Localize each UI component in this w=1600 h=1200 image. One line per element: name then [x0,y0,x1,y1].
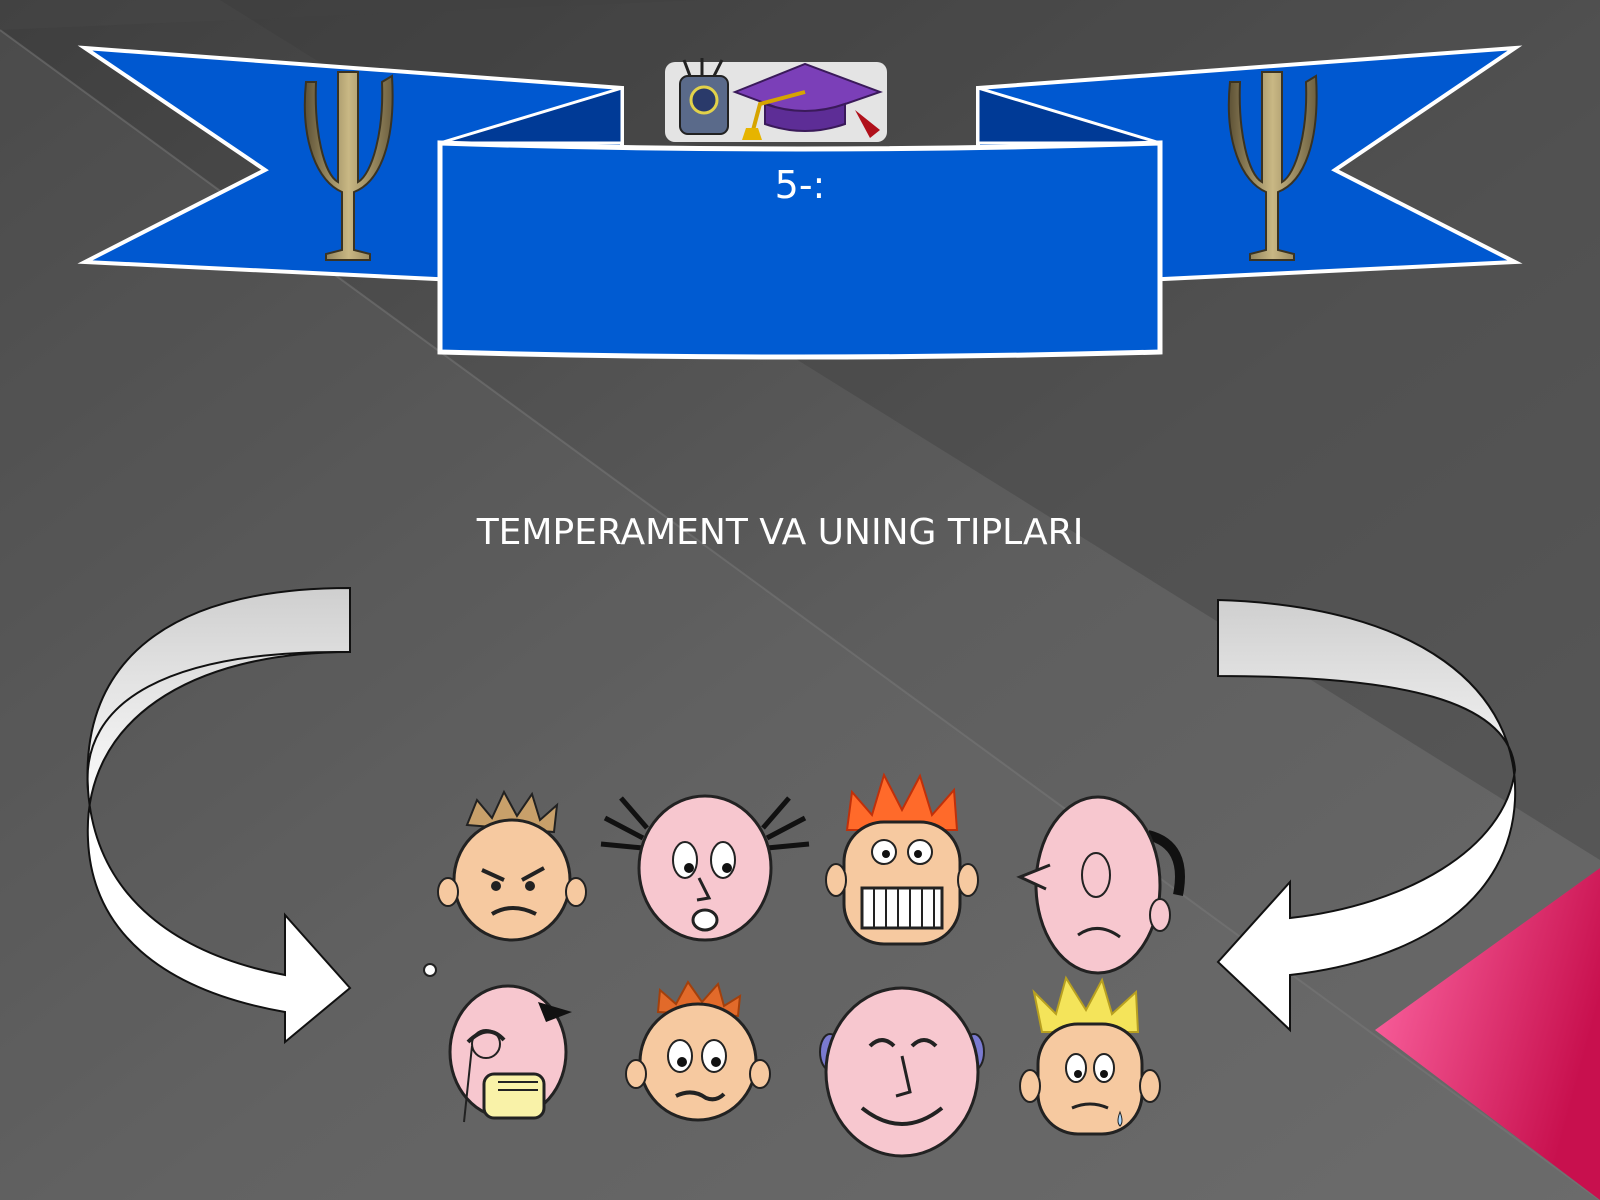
faces-group [423,772,1185,1158]
confused-face [625,980,771,1122]
psi-symbol-icon [1227,71,1318,261]
grimacing-face [825,772,979,946]
curved-arrow-icon [86,586,352,1045]
crying-face [1019,975,1161,1136]
worried-face [600,794,810,942]
graduation-cap-logo [665,58,887,142]
lecture-number: 5-: [774,163,826,207]
page-title: TEMPERAMENT VA UNING TIPLARI [476,512,1084,553]
sad-face [1016,795,1185,975]
annoyed-face [423,963,572,1123]
psi-symbol-icon [303,71,394,261]
pink-accent-shape [1375,868,1600,1200]
angry-face [437,789,587,942]
smiling-face [819,986,985,1158]
curved-arrow-icon [1216,598,1517,1033]
